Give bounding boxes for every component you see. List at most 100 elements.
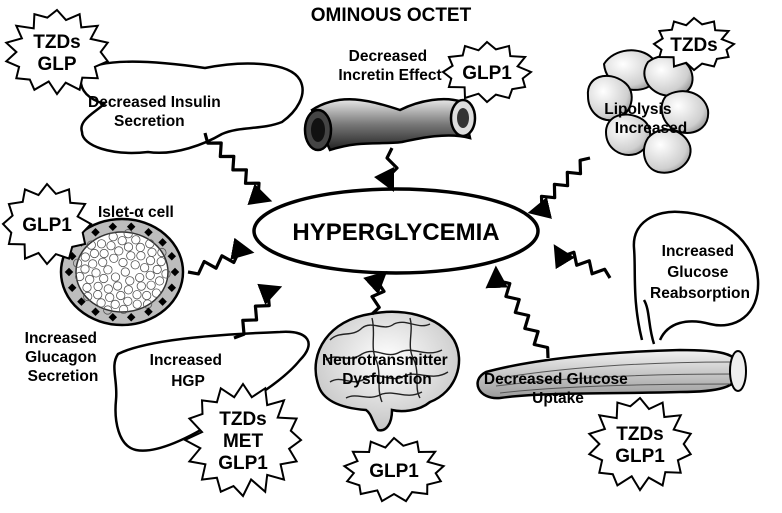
glucagon-line-3: Secretion xyxy=(28,368,99,385)
islet-cell xyxy=(120,267,130,277)
glucagon-label: Increased Glucagon Secretion xyxy=(25,330,102,385)
uptake-label: Decreased Glucose Uptake xyxy=(484,371,632,407)
islet-cell xyxy=(114,246,124,256)
islet-cell xyxy=(91,268,101,278)
islet-cell xyxy=(80,264,90,274)
uptake-line-2: Uptake xyxy=(532,390,584,407)
islet-cell xyxy=(145,270,155,280)
therapy-label-bottom-center: GLP1 xyxy=(369,461,419,482)
alpha-cell-dot xyxy=(158,238,167,247)
neuro-line-2: Dysfunction xyxy=(342,371,432,388)
islet-cell xyxy=(89,248,100,259)
muscle-tissue xyxy=(476,348,747,400)
islet-cell xyxy=(113,281,123,291)
islet-cell xyxy=(156,256,166,267)
starburst-muscle xyxy=(587,396,693,492)
islet-cell xyxy=(73,258,83,268)
alpha-cell-dot xyxy=(108,313,118,322)
islet-cell xyxy=(96,298,106,308)
diagram-title: OMINOUS OCTET xyxy=(311,5,472,26)
islet-cell xyxy=(109,253,119,263)
arrow-incretin xyxy=(373,147,399,193)
alpha-cell-dot xyxy=(64,267,74,277)
incretin-label: Decreased Incretin Effect xyxy=(338,48,441,84)
insulin-line-2: Secretion xyxy=(114,113,185,130)
hgp-line-1: Increased xyxy=(150,352,222,369)
islet-cell xyxy=(151,288,161,298)
islet-cell xyxy=(110,272,121,282)
uptake-line-1: Decreased Glucose xyxy=(484,371,628,388)
islet-cell xyxy=(123,242,134,252)
therapy-label-top-right: TZDs xyxy=(670,35,718,56)
therapy-label-liver: MET xyxy=(223,431,264,452)
therapy-label-top-center: GLP1 xyxy=(462,63,512,84)
alpha-cell-dot xyxy=(144,227,153,237)
arrow-hgp xyxy=(233,283,283,340)
islet-cell xyxy=(85,274,95,284)
islet-cell xyxy=(136,281,146,291)
arrow-reabsorption xyxy=(553,244,612,279)
incretin-line-1: Decreased xyxy=(349,48,427,65)
arrow-islet xyxy=(187,237,255,276)
kidney-tubule xyxy=(632,210,760,345)
therapy-label-muscle: GLP1 xyxy=(615,446,665,467)
hyperglycemia-node: HYPERGLYCEMIA xyxy=(252,187,540,275)
arrow-neuro xyxy=(363,270,388,316)
islet-cell xyxy=(99,273,109,284)
hgp-line-2: HGP xyxy=(171,373,205,390)
islet-cell xyxy=(75,271,85,282)
islet-alpha-cell xyxy=(59,217,185,327)
islet-cell xyxy=(157,247,167,258)
arrow-uptake xyxy=(485,265,550,359)
reabsorption-line-2: Glucose xyxy=(667,264,729,281)
alpha-cell-dot xyxy=(91,227,100,237)
lipolysis-line-2: Increased xyxy=(615,120,687,137)
starburst-bottom-center xyxy=(342,436,446,503)
islet-cell xyxy=(135,242,145,252)
insulin-secretion-label: Decreased Insulin Secretion xyxy=(88,94,225,130)
adipose-tissue xyxy=(586,49,710,174)
alpha-cell-dot xyxy=(67,283,77,292)
neuro-line-1: Neurotransmitter xyxy=(322,352,448,369)
glucagon-line-1: Increased xyxy=(25,330,97,347)
islet-cell xyxy=(118,257,128,268)
hgp-label: Increased HGP xyxy=(150,352,227,390)
islet-cell xyxy=(105,292,115,302)
islet-cell xyxy=(123,285,133,295)
islet-cell xyxy=(110,299,120,309)
brain-organ xyxy=(314,310,461,432)
islet-cell xyxy=(143,299,153,309)
alpha-cell-dot xyxy=(91,307,100,317)
lipolysis-line-1: Lipolysis xyxy=(604,101,671,118)
islet-cell xyxy=(99,248,109,259)
islet-cell xyxy=(83,291,93,302)
islet-cell xyxy=(108,232,118,242)
starburst-liver xyxy=(182,382,303,498)
islet-cell xyxy=(125,276,135,286)
alpha-cell-dot xyxy=(167,283,177,292)
islet-cell xyxy=(116,290,126,301)
islet-cell xyxy=(88,259,98,269)
arrow-group xyxy=(187,132,612,359)
starburst-top-center xyxy=(441,40,533,104)
islet-cell xyxy=(119,304,129,314)
therapy-label-liver: TZDs xyxy=(219,409,267,430)
hyperglycemia-label: HYPERGLYCEMIA xyxy=(292,219,499,246)
neuro-label: Neurotransmitter Dysfunction xyxy=(322,352,452,388)
lipolysis-label: Lipolysis Increased xyxy=(604,101,687,137)
alpha-cell-dot xyxy=(77,297,86,306)
islet-cell xyxy=(132,299,142,309)
islet-cell xyxy=(123,229,133,239)
islet-label: Islet-α cell xyxy=(98,204,174,221)
islet-cell xyxy=(140,263,150,273)
reabsorption-line-1: Increased xyxy=(662,243,734,260)
incretin-line-2: Incretin Effect xyxy=(338,67,441,84)
islet-cell xyxy=(147,247,157,257)
islet-cell xyxy=(132,290,142,300)
islet-cell xyxy=(152,264,162,275)
islet-cell xyxy=(82,282,92,293)
starburst-top-right xyxy=(652,16,737,72)
arrow-lipolysis xyxy=(527,156,591,219)
